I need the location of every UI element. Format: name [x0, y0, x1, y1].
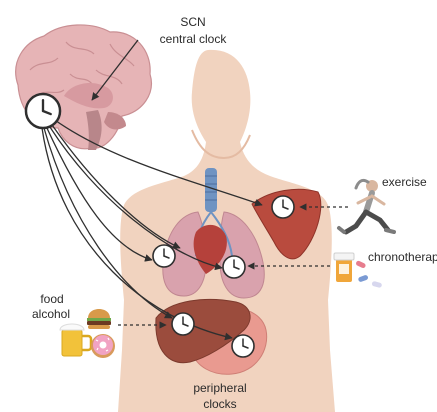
- beer-mug-icon: [60, 324, 91, 356]
- exercise-label: exercise: [382, 174, 427, 190]
- scn-label-line2: central clock: [128, 31, 258, 47]
- muscle-clock-icon: [272, 196, 294, 218]
- alcohol-label: alcohol: [18, 306, 84, 322]
- scn-label-line1: SCN: [148, 14, 238, 30]
- food-label: food: [26, 291, 78, 307]
- donut-icon: [91, 334, 115, 358]
- liver-clock-icon: [172, 313, 194, 335]
- scn-clock-icon: [26, 94, 60, 128]
- burger-icon: [87, 309, 111, 329]
- lung-clock-icon: [153, 245, 175, 267]
- chronotherapy-label: chronotherap: [368, 249, 437, 265]
- stomach-clock-icon: [232, 335, 254, 357]
- peripheral-label-line1: peripheral: [170, 380, 270, 396]
- lung-right-clock-icon: [223, 256, 245, 278]
- peripheral-label-line2: clocks: [170, 396, 270, 412]
